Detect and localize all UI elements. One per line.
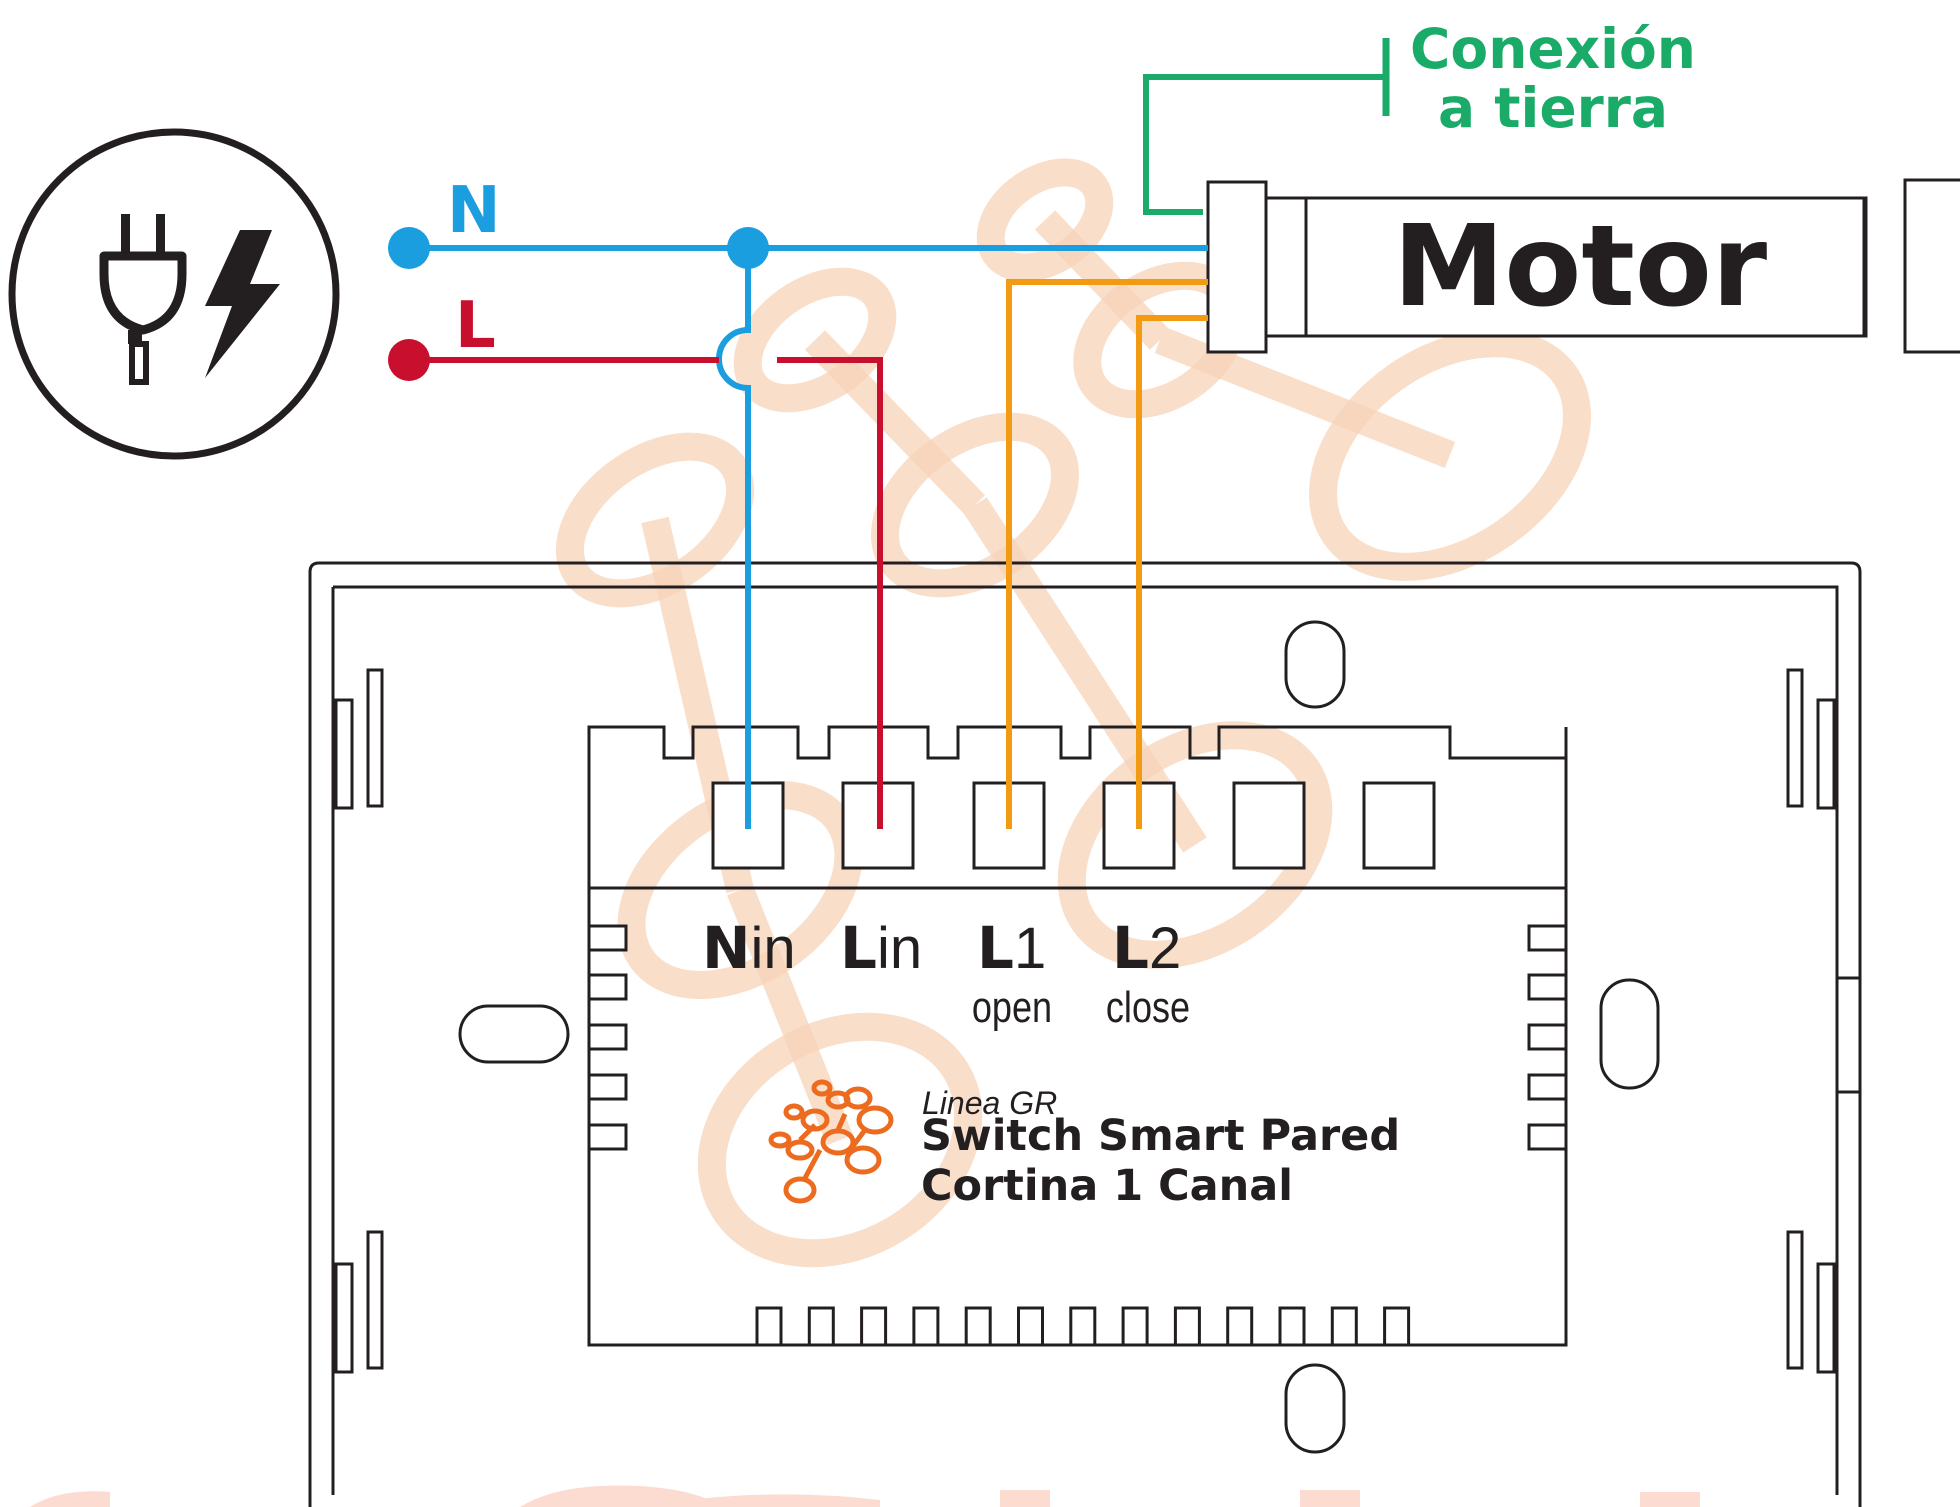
product-name-line2: Cortina 1 Canal — [921, 1161, 1293, 1211]
terminal-sublabel-open: open — [972, 983, 1052, 1032]
l1-open-wire — [1006, 279, 1208, 829]
line-drop-wire — [777, 357, 883, 829]
terminal-label-l2: L2 — [1112, 914, 1181, 982]
vent-slot — [1173, 1306, 1201, 1347]
vent-slot — [912, 1306, 940, 1347]
switch-body — [308, 561, 1862, 1507]
product-logo: Linea GR Switch Smart Pared Cortina 1 Ca… — [768, 1079, 1400, 1211]
terminal-labels: Nin Lin L1 L2 open close — [702, 914, 1190, 1032]
neutral-junction-dot — [727, 227, 769, 269]
plug-lightning-icon — [99, 214, 280, 385]
vent-slot — [1383, 1306, 1411, 1347]
motor-label: Motor — [1393, 202, 1767, 332]
vent-slot — [964, 1306, 992, 1347]
vent-slot — [755, 1306, 783, 1347]
brand-name: Linea GR — [922, 1085, 1057, 1121]
vent-slot — [1121, 1306, 1149, 1347]
vent-slot — [807, 1306, 835, 1347]
wires — [409, 245, 1208, 829]
neutral-label: N — [447, 174, 501, 248]
vent-slot — [1278, 1306, 1306, 1347]
ground-label-line2: a tierra — [1438, 76, 1668, 140]
terminal-label-l1: L1 — [977, 914, 1046, 982]
terminal-label-lin: Lin — [840, 914, 922, 982]
vent-slot — [1069, 1306, 1097, 1347]
l2-close-wire — [1136, 315, 1208, 829]
line-label: L — [455, 289, 496, 363]
motor: Motor — [1206, 178, 1960, 354]
ground-connection: Conexión a tierra — [1143, 17, 1696, 215]
power-source — [8, 128, 340, 460]
neutral-drop-wire — [716, 248, 751, 829]
product-name-line1: Switch Smart Pared — [921, 1111, 1400, 1161]
linea-gr-molecule-logo — [768, 1079, 894, 1204]
vent-slot — [1226, 1306, 1254, 1347]
terminal-label-nin: Nin — [702, 914, 796, 982]
line-source-dot — [388, 339, 430, 381]
ground-label-line1: Conexión — [1410, 17, 1696, 81]
vent-slot — [860, 1306, 888, 1347]
terminal-sublabel-close: close — [1106, 983, 1190, 1032]
vent-slot — [1017, 1306, 1044, 1347]
neutral-source-dot — [388, 227, 430, 269]
vent-slot — [1330, 1306, 1358, 1347]
